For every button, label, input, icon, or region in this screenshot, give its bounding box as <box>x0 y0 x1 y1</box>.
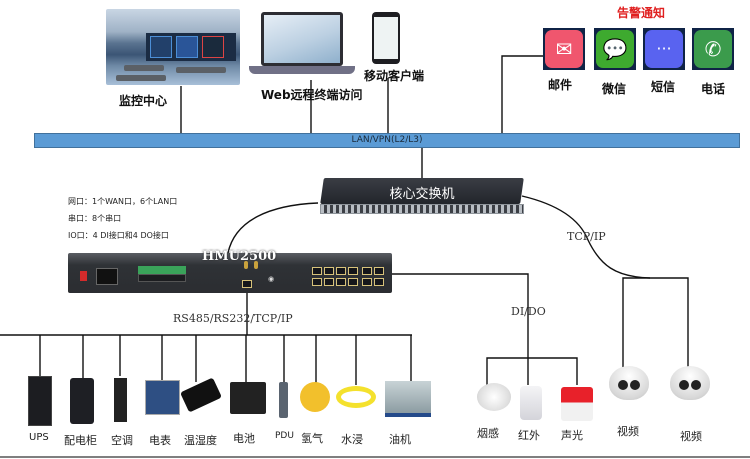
device-label-hydrogen: 氢气 <box>301 432 323 445</box>
power-switch-icon <box>80 271 87 281</box>
alert-wechat: 💬 <box>594 28 636 70</box>
ethernet-port-icon <box>242 280 252 288</box>
video-label-1: 视频 <box>617 425 639 438</box>
hmu-spec-serial: 串口：8个串口 <box>68 214 122 223</box>
wire-camera-bus <box>622 277 689 380</box>
device-label-water-leak: 水浸 <box>341 433 363 446</box>
hydrogen-sensor-icon <box>300 382 330 412</box>
device-label-cabinet: 配电柜 <box>64 434 97 447</box>
device-label-battery: 电池 <box>233 432 255 445</box>
wire-alerts <box>501 55 544 133</box>
monitoring-center-image <box>106 9 240 85</box>
io-label-alarm: 声光 <box>561 429 583 442</box>
device-label-ac: 空调 <box>111 434 133 447</box>
tcpip-label: TCP/IP <box>567 230 606 243</box>
power-socket-icon <box>96 268 118 285</box>
wire-dido <box>392 273 529 385</box>
core-switch: 核心交换机 <box>320 178 524 214</box>
pdu-icon <box>279 382 288 418</box>
camera-icon <box>609 366 649 400</box>
io-label-smoke: 烟感 <box>477 427 499 440</box>
wire-dido-bus <box>486 357 578 385</box>
lan-label: LAN/VPN(L2/L3) <box>351 135 423 145</box>
alert-mail: ✉ <box>543 28 585 70</box>
device-label-temp-humidity: 温湿度 <box>184 434 217 447</box>
terminal-block-icon <box>138 266 186 274</box>
mail-icon: ✉ <box>545 30 583 68</box>
hmu-spec-io: IO口：4 DI接口和4 DO接口 <box>68 231 169 240</box>
alert-sms-label: 短信 <box>651 80 676 94</box>
infrared-sensor-icon <box>520 386 542 420</box>
web-access-label: Web远程终端访问 <box>261 88 363 102</box>
alert-title: 告警通知 <box>617 6 666 20</box>
mobile-phone-icon <box>372 12 400 64</box>
wire-switch-hmu <box>227 202 319 254</box>
device-label-ups: UPS <box>29 432 49 443</box>
hmu2500-device: HMU2500 ◉ <box>68 249 392 293</box>
alert-sms: ··· <box>643 28 685 70</box>
camera-icon <box>670 366 710 400</box>
wechat-icon: 💬 <box>596 30 634 68</box>
lan-vpn-bus: LAN/VPN(L2/L3) <box>34 133 740 148</box>
device-label-generator: 油机 <box>389 433 411 446</box>
battery-icon <box>230 382 266 414</box>
hmu-model-label: HMU2500 <box>202 249 277 264</box>
dido-label: DI/DO <box>511 305 546 318</box>
smoke-detector-icon <box>477 383 511 411</box>
device-label-meter: 电表 <box>149 434 171 447</box>
alert-phone: ✆ <box>692 28 734 70</box>
mobile-client-label: 移动客户端 <box>364 69 425 83</box>
device-label-pdu: PDU <box>275 431 294 441</box>
air-conditioner-icon <box>114 378 127 422</box>
generator-icon <box>385 381 431 417</box>
brand-logo: ◉ <box>268 275 275 283</box>
alert-mail-label: 邮件 <box>548 78 573 92</box>
temp-humidity-sensor-icon <box>180 377 222 413</box>
distribution-cabinet-icon <box>70 378 94 424</box>
sms-icon: ··· <box>645 30 683 68</box>
laptop-icon <box>249 12 355 80</box>
phone-icon: ✆ <box>694 30 732 68</box>
ups-icon <box>28 376 52 426</box>
alert-phone-label: 电话 <box>701 82 726 96</box>
power-meter-icon <box>145 380 180 415</box>
io-label-infrared: 红外 <box>518 429 540 442</box>
video-label-2: 视频 <box>680 430 702 443</box>
water-leak-sensor-icon <box>336 386 376 408</box>
alert-wechat-label: 微信 <box>602 82 627 96</box>
sound-light-alarm-icon <box>561 387 593 421</box>
monitoring-center-label: 监控中心 <box>119 94 168 108</box>
bus-protocol-label: RS485/RS232/TCP/IP <box>173 312 293 325</box>
hmu-spec-network: 网口：1个WAN口，6个LAN口 <box>68 197 178 206</box>
core-switch-label: 核心交换机 <box>389 187 455 202</box>
